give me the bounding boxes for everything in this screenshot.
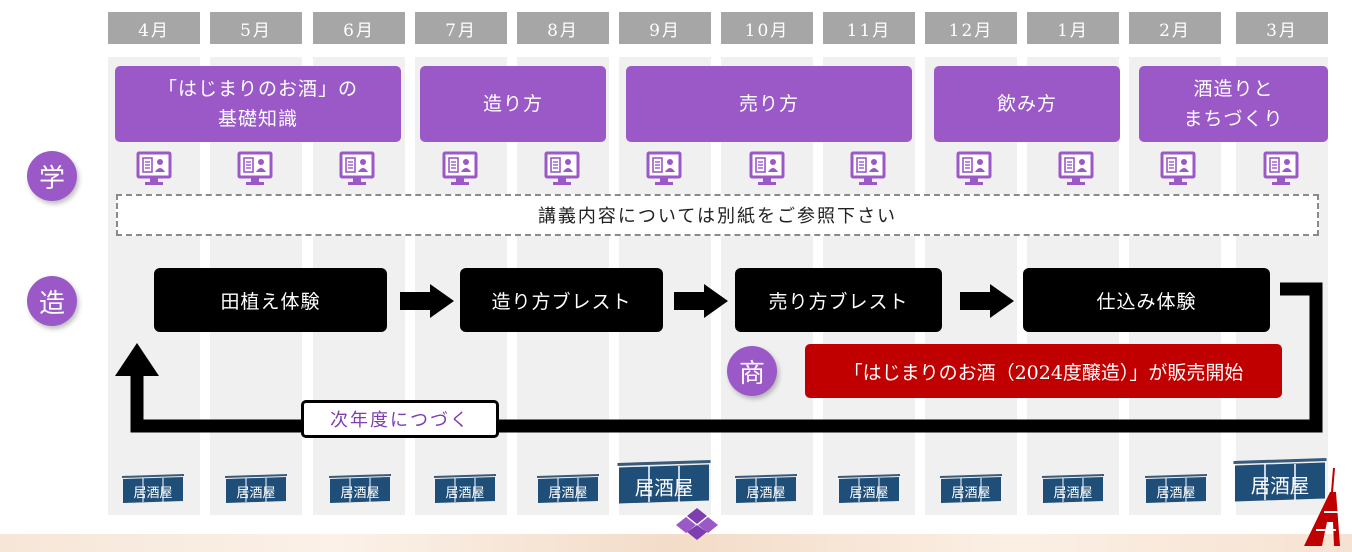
month-header-mar: 3月 (1236, 12, 1328, 44)
topic-brewing-label: 造り方 (482, 93, 543, 115)
topic-sake-and-town-label: 酒造りと まちづくり (1183, 78, 1284, 130)
row-label-learn: 学 (27, 151, 77, 201)
diamond-marker-icon (676, 508, 718, 540)
izakaya-noren-icon (536, 474, 600, 504)
month-header-aug: 8月 (517, 12, 609, 44)
izakaya-noren-icon (734, 474, 798, 504)
month-header-jul: 7月 (415, 12, 507, 44)
step-rice-planting: 田植え体験 (154, 268, 387, 332)
lecture-details-notice: 講義内容については別紙をご参照下さい (116, 194, 1319, 236)
tokyo-tower-icon (1304, 467, 1340, 546)
izakaya-noren-icon-large (616, 460, 712, 505)
topic-basics: 「はじまりのお酒」の 基礎知識 (115, 66, 401, 142)
topic-drinking: 飲み方 (934, 66, 1120, 142)
month-header-jun: 6月 (313, 12, 405, 44)
izakaya-noren-icon (224, 474, 288, 504)
row-label-sell: 商 (727, 346, 777, 396)
month-header-may: 5月 (210, 12, 302, 44)
izakaya-noren-icon (121, 474, 185, 504)
topic-sake-and-town: 酒造りと まちづくり (1139, 66, 1328, 142)
topic-drinking-label: 飲み方 (996, 93, 1057, 115)
sale-start-banner: 「はじまりのお酒（2024度醸造）」が販売開始 (805, 344, 1282, 398)
izakaya-noren-icon (433, 474, 497, 504)
month-header-feb: 2月 (1129, 12, 1221, 44)
arrow-right-icon (400, 284, 454, 318)
topic-selling-label: 売り方 (738, 93, 799, 115)
arrow-up-icon (115, 343, 159, 376)
month-header-jan: 1月 (1027, 12, 1119, 44)
month-header-oct: 10月 (721, 12, 813, 44)
arrow-right-icon (960, 284, 1014, 318)
month-header-apr: 4月 (108, 12, 200, 44)
izakaya-noren-icon (1144, 474, 1208, 504)
background-footer-band (0, 534, 1352, 552)
topic-brewing: 造り方 (420, 66, 606, 142)
topic-basics-label: 「はじまりのお酒」の 基礎知識 (157, 78, 358, 130)
step-brewing-experience: 仕込み体験 (1023, 268, 1270, 332)
arrow-right-icon (674, 284, 728, 318)
month-header-nov: 11月 (823, 12, 915, 44)
step-brewing-brainstorm: 造り方ブレスト (460, 268, 663, 332)
month-header-sep: 9月 (619, 12, 711, 44)
row-label-make: 造 (27, 276, 77, 326)
izakaya-noren-icon (837, 474, 901, 504)
izakaya-noren-icon (1041, 474, 1105, 504)
continues-next-year-label: 次年度につづく (301, 400, 499, 438)
topic-selling: 売り方 (626, 66, 912, 142)
izakaya-noren-icon (939, 474, 1003, 504)
month-header-dec: 12月 (925, 12, 1017, 44)
step-selling-brainstorm: 売り方ブレスト (735, 268, 942, 332)
izakaya-noren-icon (328, 474, 392, 504)
